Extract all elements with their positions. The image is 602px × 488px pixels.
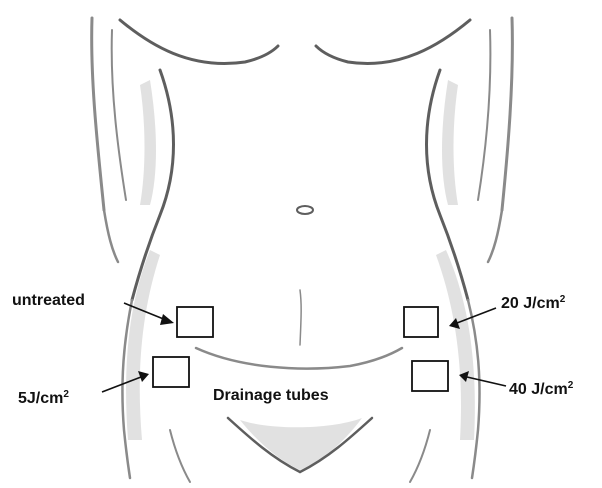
abdominal-fold [196, 348, 402, 369]
label-untreated: untreated [12, 293, 85, 309]
region-40-j [412, 361, 448, 391]
region-20-j [404, 307, 438, 337]
right-arm-inner [478, 30, 490, 200]
label-40-j-exponent: 2 [568, 380, 574, 391]
navel [297, 206, 313, 214]
label-20-j-exponent: 2 [560, 294, 566, 305]
left-arm-outline [92, 18, 104, 210]
label-20-j: 20 J/cm2 [501, 296, 565, 312]
arrowhead-untreated [160, 314, 174, 325]
left-arm-inner [112, 30, 126, 200]
right-chest-line [316, 20, 470, 64]
right-arm-lower [488, 210, 502, 262]
right-arm-outline [502, 18, 512, 210]
right-hip-shading [436, 250, 475, 440]
label-5-j: 5J/cm2 [18, 391, 69, 407]
left-thigh-line [170, 430, 190, 482]
left-hip-shading [126, 250, 160, 440]
right-thigh-line [410, 430, 430, 482]
label-20-j-value: 20 J/cm [501, 295, 560, 312]
label-5-j-exponent: 2 [63, 389, 69, 400]
left-flank-shading [140, 80, 156, 205]
midline [300, 290, 301, 345]
region-untreated [177, 307, 213, 337]
right-flank-shading [442, 80, 458, 205]
label-40-j: 40 J/cm2 [509, 382, 573, 398]
label-5-j-value: 5J/cm [18, 390, 63, 407]
left-chest-line [120, 20, 278, 64]
left-arm-lower [104, 210, 118, 262]
label-drainage-tubes: Drainage tubes [213, 388, 329, 404]
region-5-j [153, 357, 189, 387]
label-40-j-value: 40 J/cm [509, 381, 568, 398]
